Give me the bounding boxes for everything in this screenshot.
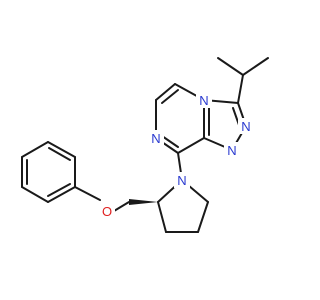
atom-label-n: N [177, 173, 186, 188]
bond [48, 147, 71, 161]
atom-n-triazole-2: N [224, 142, 240, 158]
bond [155, 83, 176, 101]
wedge-bond [129, 199, 158, 205]
atom-label-n: N [199, 93, 208, 108]
bond [242, 57, 269, 76]
atom-o-ether: O [99, 203, 115, 219]
bond [74, 186, 101, 201]
bond [237, 74, 244, 104]
bond [217, 57, 244, 76]
bond [177, 137, 205, 154]
bond [21, 141, 49, 158]
atom-label-layer: N N N N N O [99, 92, 254, 219]
bond [21, 186, 49, 203]
atom-n-triazole-1: N [238, 118, 254, 134]
bond [113, 201, 130, 212]
bond [161, 89, 179, 104]
atom-label-n: N [241, 119, 250, 134]
atom-label-o: O [102, 204, 112, 219]
atom-label-n: N [151, 131, 160, 146]
atom-n-bridgehead: N [196, 92, 212, 108]
bond [161, 135, 179, 148]
bond [47, 186, 76, 203]
bond [157, 201, 167, 233]
bond [47, 183, 71, 197]
chemical-structure: N N N N N O [21, 57, 269, 233]
atom-n-pyrazine: N [148, 130, 164, 146]
bond [47, 141, 76, 158]
atom-n-pyrrolidine: N [174, 172, 190, 188]
bond [197, 201, 209, 233]
atom-label-n: N [227, 143, 236, 158]
